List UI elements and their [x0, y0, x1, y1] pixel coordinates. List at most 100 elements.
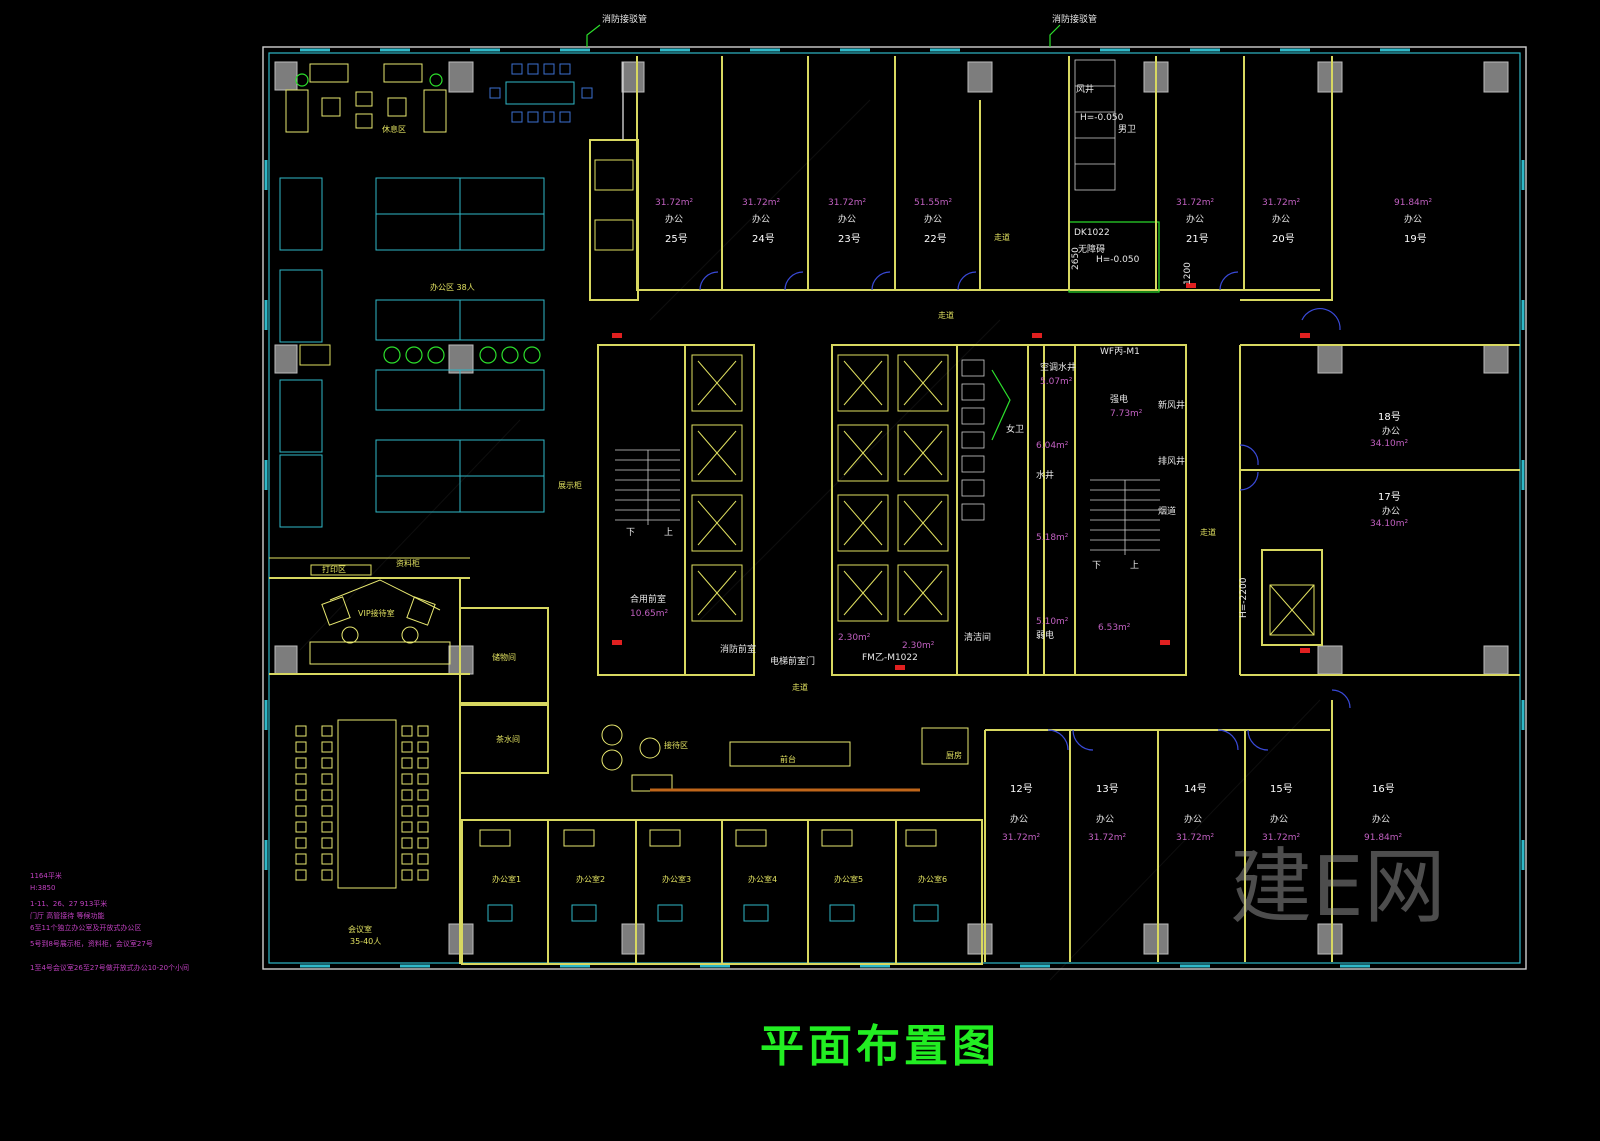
- office-top-use: 办公: [1186, 213, 1204, 225]
- meeting-chair: [295, 869, 307, 881]
- top-office-walls: [636, 56, 1341, 331]
- office-bottom-number: 16号: [1372, 783, 1395, 795]
- office-top-number: 23号: [838, 233, 861, 245]
- elevator-cross: [903, 570, 943, 616]
- ac-water-shaft-area: 5.07m²: [1040, 377, 1073, 387]
- elevator-cross: [843, 360, 883, 406]
- meeting-chair: [401, 725, 413, 737]
- bottom-office-walls: [984, 689, 1351, 962]
- dimension-1: 2650: [1071, 247, 1081, 270]
- elevator-cross: [697, 430, 737, 476]
- meeting-capacity-label: 35-40人: [350, 937, 381, 946]
- office-right-area: 34.10m²: [1370, 519, 1409, 529]
- elevator-cross: [903, 360, 943, 406]
- sofa: [479, 829, 511, 847]
- elevation-1: H=-0.050: [1080, 113, 1124, 123]
- office-right-use: 办公: [1382, 425, 1400, 437]
- elevator-cross: [843, 430, 883, 476]
- watermark-text: 建E网: [1230, 840, 1446, 935]
- elevator-cross: [843, 500, 883, 546]
- office-top-number: 24号: [752, 233, 775, 245]
- meeting-chair: [417, 821, 429, 833]
- sofa: [735, 829, 767, 847]
- room-area-8: 2.30m²: [838, 633, 871, 643]
- elevator-car: [691, 354, 743, 412]
- dk-code: DK1022: [1074, 228, 1110, 238]
- dimension-2: 1200: [1183, 262, 1193, 285]
- meeting-chair: [321, 869, 333, 881]
- office-bottom-use: 办公: [1372, 813, 1390, 825]
- tea-room-label: 茶水间: [496, 734, 520, 744]
- meeting-chair: [417, 757, 429, 769]
- elevator-cross: [697, 500, 737, 546]
- office-area-label: 办公区 38人: [430, 282, 475, 292]
- office-top-use: 办公: [924, 213, 942, 225]
- office-top-area: 31.72m²: [1262, 198, 1301, 208]
- small-office-label: 办公室5: [834, 874, 863, 884]
- meeting-chair: [321, 821, 333, 833]
- plants-row: [299, 344, 541, 366]
- office-top-area: 31.72m²: [828, 198, 867, 208]
- meeting-chair: [417, 837, 429, 849]
- fire-door-markers: [612, 283, 1310, 670]
- elevator-car: [691, 494, 743, 552]
- design-note: 1至4号会议室26至27号做开放式办公10-20个小间: [30, 963, 189, 972]
- right-office-walls: [1239, 344, 1520, 676]
- office-bottom-number: 15号: [1270, 783, 1293, 795]
- weak-electric-label: 弱电: [1036, 629, 1054, 641]
- fire-pipe-label-2: 消防接驳管: [1052, 13, 1097, 25]
- corridor-label-2: 走道: [994, 232, 1010, 242]
- office-desk: [487, 904, 513, 922]
- front-desk-label: 前台: [780, 754, 796, 764]
- elevation-2: H=-0.050: [1096, 255, 1140, 265]
- weak-electric-area: 5.10m²: [1036, 617, 1069, 627]
- meeting-chair: [417, 789, 429, 801]
- meeting-chair: [401, 789, 413, 801]
- material-cabinet-label: 资料柜: [396, 558, 420, 568]
- lobby-area-7: 6.53m²: [1098, 623, 1131, 633]
- men-wc-label: 男卫: [1118, 124, 1136, 135]
- strong-electric-label: 强电: [1110, 393, 1128, 405]
- meeting-room-label: 会议室: [348, 924, 372, 934]
- office-bottom-area: 31.72m²: [1088, 833, 1127, 843]
- design-note: 门厅 高管接待 等候功能: [30, 911, 104, 920]
- stair-up-2: 上: [1130, 560, 1139, 571]
- meeting-chair: [321, 837, 333, 849]
- small-office-label: 办公室6: [918, 874, 947, 884]
- office-bottom-area: 31.72m²: [1002, 833, 1041, 843]
- office-top-area: 31.72m²: [655, 198, 694, 208]
- corridor-label-1: 走道: [938, 310, 954, 320]
- office-desk: [743, 904, 769, 922]
- water-shaft-area: 6.04m²: [1036, 441, 1069, 451]
- design-note: 5号到8号展示柜，资料柜，会议室27号: [30, 939, 153, 948]
- office-bottom-area: 31.72m²: [1262, 833, 1301, 843]
- office-top-number: 25号: [665, 233, 688, 245]
- meeting-chair: [401, 821, 413, 833]
- meeting-chair: [295, 805, 307, 817]
- stair-down-2: 下: [1092, 561, 1101, 571]
- meeting-chair: [417, 741, 429, 753]
- office-top-use: 办公: [1272, 213, 1290, 225]
- sofa: [821, 829, 853, 847]
- office-bottom-area: 91.84m²: [1364, 833, 1403, 843]
- elevator-car: [897, 354, 949, 412]
- meeting-chair: [401, 853, 413, 865]
- meeting-chair: [417, 773, 429, 785]
- small-office-row: [461, 819, 983, 965]
- office-top-number: 20号: [1272, 233, 1295, 245]
- meeting-chair: [295, 757, 307, 769]
- corridor-label-3: 走道: [1200, 527, 1216, 537]
- elevator-cross: [903, 500, 943, 546]
- elevation-3: H=-2200: [1239, 577, 1249, 618]
- vip-room-label: VIP接待室: [358, 608, 395, 618]
- office-labels: 31.72m²办公25号31.72m²办公24号31.72m²办公23号51.5…: [479, 198, 1433, 922]
- meeting-chair: [417, 805, 429, 817]
- fire-pipe-label-1: 消防接驳管: [602, 13, 647, 25]
- meeting-chair: [321, 789, 333, 801]
- meeting-room-furniture: [295, 719, 429, 889]
- meeting-chair: [295, 789, 307, 801]
- drawing-title: 平面布置图: [760, 1021, 1000, 1072]
- office-top-area: 31.72m²: [742, 198, 781, 208]
- office-top-number: 19号: [1404, 233, 1427, 245]
- elevator-shafts: [691, 354, 949, 622]
